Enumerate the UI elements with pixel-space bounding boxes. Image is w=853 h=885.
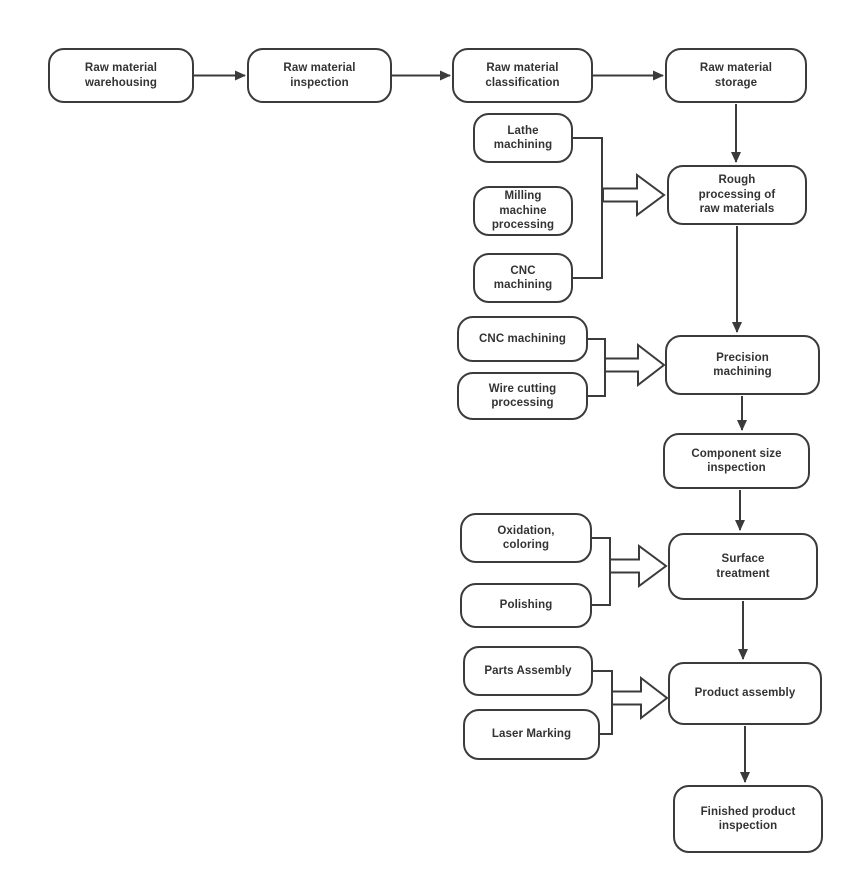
block-arrow-to-rough-processing — [602, 173, 666, 217]
node-raw-material-classification: Raw material classification — [452, 48, 593, 103]
node-cnc-machining-precision: CNC machining — [457, 316, 588, 362]
node-component-size-inspection: Component size inspection — [663, 433, 810, 489]
bracket-surface-treatment-group — [592, 537, 611, 606]
bracket-rough-processing-group — [573, 137, 603, 279]
node-raw-material-warehousing: Raw material warehousing — [48, 48, 194, 103]
node-finished-product-inspection: Finished product inspection — [673, 785, 823, 853]
node-surface-treatment: Surface treatment — [668, 533, 818, 600]
node-product-assembly: Product assembly — [668, 662, 822, 725]
block-arrow-to-product-assembly — [611, 675, 669, 721]
block-arrow-to-surface-treatment — [609, 544, 668, 588]
block-arrow-to-precision-machining — [604, 342, 666, 388]
node-raw-material-storage: Raw material storage — [665, 48, 807, 103]
bracket-precision-machining-group — [588, 338, 606, 397]
node-parts-assembly: Parts Assembly — [463, 646, 593, 696]
node-oxidation-coloring: Oxidation, coloring — [460, 513, 592, 563]
node-wire-cutting-processing: Wire cutting processing — [457, 372, 588, 420]
node-precision-machining: Precision machining — [665, 335, 820, 395]
node-raw-material-inspection: Raw material inspection — [247, 48, 392, 103]
node-rough-processing: Rough processing of raw materials — [667, 165, 807, 225]
node-cnc-machining-rough: CNC machining — [473, 253, 573, 303]
node-lathe-machining: Lathe machining — [473, 113, 573, 163]
node-milling-machine-processing: Milling machine processing — [473, 186, 573, 236]
node-polishing: Polishing — [460, 583, 592, 628]
node-laser-marking: Laser Marking — [463, 709, 600, 760]
